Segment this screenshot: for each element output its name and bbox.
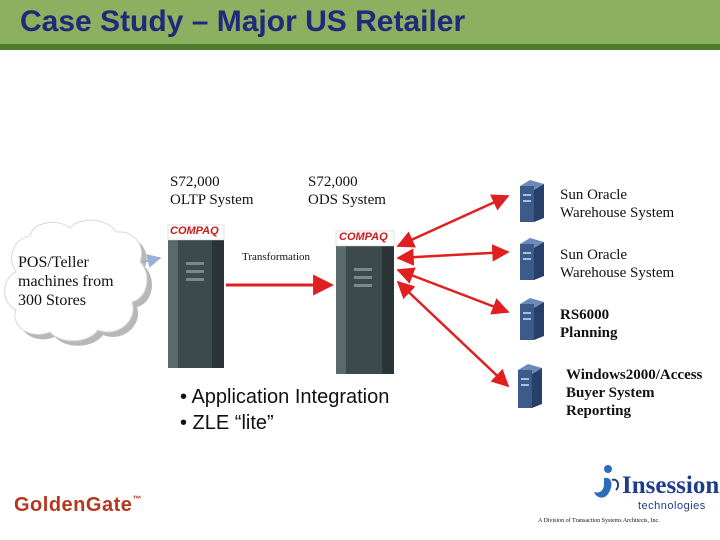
- bullet-item: • Application Integration: [180, 384, 389, 410]
- target-3-line1: RS6000: [560, 306, 618, 324]
- target-1-line1: Sun Oracle: [560, 186, 674, 204]
- target-label-2: Sun Oracle Warehouse System: [560, 246, 674, 282]
- ods-label-line1: S72,000: [308, 173, 386, 191]
- oltp-brand-label: COMPAQ: [170, 225, 219, 237]
- target-3-line2: Planning: [560, 324, 618, 342]
- sun-server-icon-2: [520, 238, 544, 280]
- pos-label: POS/Teller machines from 300 Stores: [18, 253, 114, 310]
- ods-label: S72,000 ODS System: [308, 173, 386, 209]
- target-4-line1: Windows2000/Access: [566, 366, 702, 384]
- insession-logo-mark: [594, 465, 618, 498]
- pos-label-line1: POS/Teller: [18, 253, 114, 272]
- ods-brand-label: COMPAQ: [339, 231, 388, 243]
- rs6000-server-icon: [520, 298, 544, 340]
- target-4-line2: Buyer System: [566, 384, 702, 402]
- bullet-item: • ZLE “lite”: [180, 410, 389, 436]
- ods-target2-arrow: [398, 252, 508, 258]
- windows-server-icon: [518, 364, 542, 408]
- insession-logo-text: Insession: [622, 472, 719, 500]
- oltp-server-icon: [168, 225, 224, 368]
- pos-label-line2: machines from: [18, 272, 114, 291]
- ods-target4-arrow: [398, 282, 508, 386]
- trademark-mark: ™: [132, 494, 142, 504]
- oltp-label-line2: OLTP System: [170, 191, 254, 209]
- goldengate-logo: GoldenGate™: [14, 494, 142, 517]
- footer-text: A Division of Transaction Systems Archit…: [538, 518, 660, 524]
- transformation-label: Transformation: [242, 251, 310, 263]
- target-label-3: RS6000 Planning: [560, 306, 618, 342]
- ods-label-line2: ODS System: [308, 191, 386, 209]
- goldengate-logo-text: GoldenGate: [14, 494, 132, 516]
- ods-target3-arrow: [398, 270, 508, 312]
- target-1-line2: Warehouse System: [560, 204, 674, 222]
- target-4-line3: Reporting: [566, 402, 702, 420]
- bullet-list: • Application Integration • ZLE “lite”: [180, 384, 389, 436]
- target-label-1: Sun Oracle Warehouse System: [560, 186, 674, 222]
- ods-server-icon: [336, 231, 394, 374]
- insession-logo-subtext: technologies: [638, 500, 706, 512]
- target-2-line2: Warehouse System: [560, 264, 674, 282]
- pos-label-line3: 300 Stores: [18, 291, 114, 310]
- oltp-label-line1: S72,000: [170, 173, 254, 191]
- ods-target1-arrow: [398, 196, 508, 246]
- oltp-label: S72,000 OLTP System: [170, 173, 254, 209]
- target-2-line1: Sun Oracle: [560, 246, 674, 264]
- sun-server-icon-1: [520, 180, 544, 222]
- target-label-4: Windows2000/Access Buyer System Reportin…: [566, 366, 702, 420]
